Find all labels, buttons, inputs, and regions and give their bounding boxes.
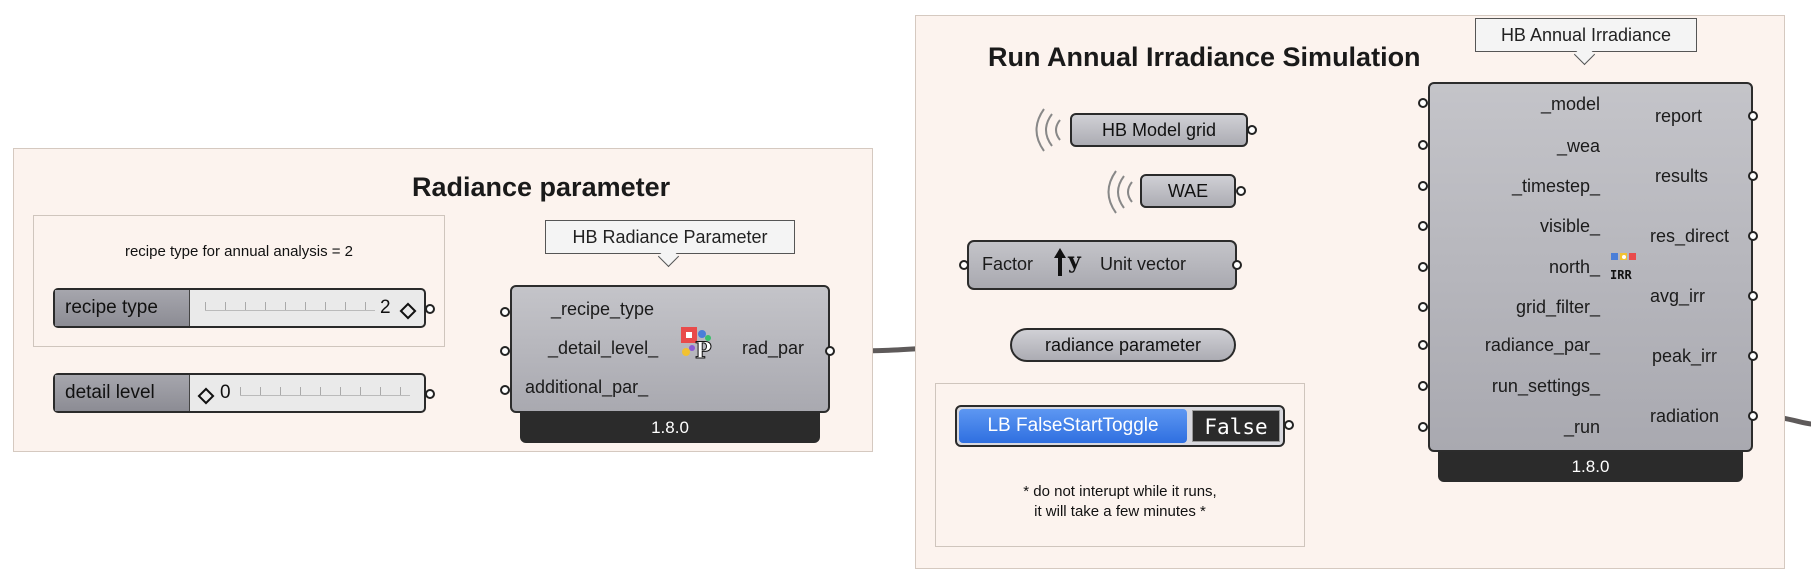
wireless-icon <box>1035 108 1061 152</box>
input-label: visible_ <box>1539 216 1600 236</box>
input-label: grid_filter_ <box>1515 297 1600 317</box>
run-note-text: * do not interupt while it runs, it will… <box>1023 483 1217 520</box>
port-res-direct[interactable] <box>1748 231 1758 241</box>
recipe-slider-output-port[interactable] <box>425 304 435 314</box>
radiance-parameter-icon: P <box>681 327 712 360</box>
recipe-type-slider[interactable]: recipe type 2 <box>53 288 426 328</box>
port-timestep[interactable] <box>1418 181 1428 191</box>
recipe-note-box <box>33 215 445 347</box>
wea-output-port[interactable] <box>1236 186 1246 196</box>
toggle-output-port[interactable] <box>1284 420 1294 430</box>
irr-icon: IRR <box>1610 253 1636 282</box>
hb-model-grid-param[interactable]: HB Model grid <box>1070 113 1248 147</box>
slider-value: 2 <box>380 297 391 318</box>
recipe-note-text: recipe type for annual analysis = 2 <box>124 243 354 260</box>
output-label: res_direct <box>1650 226 1730 246</box>
input-label: _detail_level_ <box>548 338 659 358</box>
hb-annual-irradiance-component[interactable] <box>1428 82 1753 452</box>
slider-label: detail level <box>55 375 190 411</box>
annual-irr-tooltip: HB Annual Irradiance <box>1475 18 1697 52</box>
port-north[interactable] <box>1418 262 1428 272</box>
slider-label: recipe type <box>55 290 190 326</box>
unit-y-vector-component[interactable] <box>967 240 1237 290</box>
rad-param-tooltip: HB Radiance Parameter <box>545 220 795 254</box>
vector-output-label: Unit vector <box>1100 254 1187 274</box>
model-output-port[interactable] <box>1247 125 1257 135</box>
port-model[interactable] <box>1418 98 1428 108</box>
radiance-parameter-relay[interactable]: radiance parameter <box>1010 328 1236 362</box>
factor-input-port[interactable] <box>959 260 969 270</box>
input-label: _run <box>1563 417 1600 437</box>
input-label: _recipe_type <box>551 299 655 319</box>
wireless-icon <box>1107 170 1133 214</box>
input-label: radiance_par_ <box>1484 335 1600 355</box>
input-label: _timestep_ <box>1511 176 1600 196</box>
output-label: results <box>1655 166 1709 186</box>
run-note-box <box>935 383 1305 547</box>
slider-grip-icon[interactable] <box>197 387 215 405</box>
toggle-value[interactable]: False <box>1192 410 1280 442</box>
port-run-settings[interactable] <box>1418 381 1428 391</box>
wea-param[interactable]: WAE <box>1140 174 1236 208</box>
irr-icon-text: IRR <box>1610 268 1632 282</box>
unit-y-vector-icon: y <box>1054 248 1082 276</box>
output-label: peak_irr <box>1652 346 1718 366</box>
slider-value: 0 <box>220 382 231 403</box>
slider-grip-icon[interactable] <box>399 302 417 320</box>
port-recipe-type[interactable] <box>500 307 510 317</box>
detail-slider-output-port[interactable] <box>425 389 435 399</box>
output-label: radiation <box>1650 406 1720 426</box>
output-label: rad_par <box>742 338 805 358</box>
port-avg-irr[interactable] <box>1748 291 1758 301</box>
port-visible[interactable] <box>1418 221 1428 231</box>
port-run[interactable] <box>1418 422 1428 432</box>
false-start-toggle[interactable]: LB FalseStartToggle False <box>955 405 1285 447</box>
port-radiance-par[interactable] <box>1418 340 1428 350</box>
output-label: avg_irr <box>1650 286 1706 306</box>
input-label: run_settings_ <box>1491 376 1600 396</box>
port-report[interactable] <box>1748 111 1758 121</box>
port-peak-irr[interactable] <box>1748 351 1758 361</box>
annual-irr-version: 1.8.0 <box>1438 452 1743 482</box>
input-label: _wea <box>1556 136 1600 156</box>
port-results[interactable] <box>1748 171 1758 181</box>
group-title-run-annual: Run Annual Irradiance Simulation <box>988 42 1421 72</box>
port-detail-level[interactable] <box>500 346 510 356</box>
rad-param-version: 1.8.0 <box>520 413 820 443</box>
port-rad-par-out[interactable] <box>825 346 835 356</box>
port-additional-par[interactable] <box>500 385 510 395</box>
vector-input-label: Factor <box>982 254 1034 274</box>
toggle-label: LB FalseStartToggle <box>959 409 1187 443</box>
input-label: north_ <box>1548 257 1600 277</box>
vector-glyph: y <box>1067 248 1082 274</box>
input-label: _model <box>1540 94 1600 114</box>
group-title-radiance: Radiance parameter <box>412 172 671 202</box>
port-wea[interactable] <box>1418 140 1428 150</box>
port-radiation[interactable] <box>1748 411 1758 421</box>
detail-level-slider[interactable]: detail level 0 <box>53 373 426 413</box>
slider-track[interactable] <box>240 387 410 399</box>
slider-track[interactable] <box>205 302 375 314</box>
input-label: additional_par_ <box>525 377 649 397</box>
svg-text:P: P <box>695 338 712 360</box>
output-label: report <box>1655 106 1703 126</box>
port-grid-filter[interactable] <box>1418 302 1428 312</box>
vector-output-port[interactable] <box>1232 260 1242 270</box>
